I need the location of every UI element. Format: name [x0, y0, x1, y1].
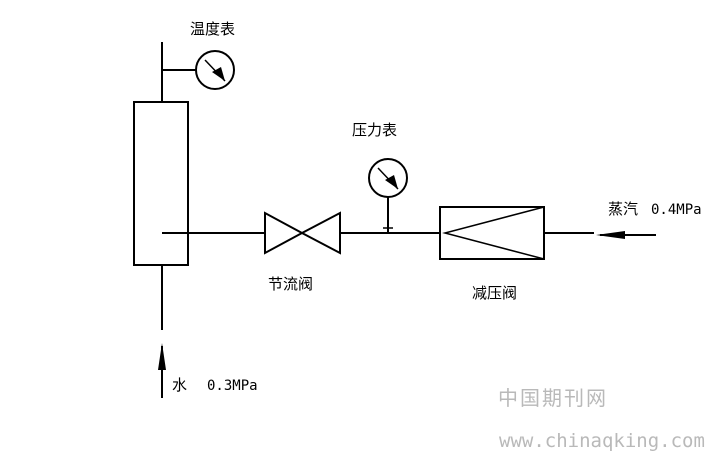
watermark-url: www.chinaqking.com: [499, 430, 705, 452]
steam-pressure: 0.4MPa: [651, 202, 702, 218]
watermark-site-name: 中国期刊网: [498, 386, 608, 410]
reducing-valve: [439, 206, 545, 260]
water-inlet-arrow: [158, 343, 166, 398]
steam-label: 蒸汽: [608, 200, 638, 218]
pressure-gauge-label: 压力表: [352, 121, 397, 139]
reducing-valve-label: 减压阀: [472, 284, 517, 302]
thermometer-label: 温度表: [190, 20, 235, 38]
vessel: [133, 42, 189, 330]
thermometer: [162, 50, 235, 90]
water-pressure: 0.3MPa: [207, 378, 258, 394]
water-label: 水: [172, 376, 187, 394]
throttle-valve: [264, 211, 341, 255]
steam-inlet-arrow: [596, 231, 656, 239]
pressure-gauge: [368, 158, 408, 233]
throttle-valve-label: 节流阀: [268, 275, 313, 293]
